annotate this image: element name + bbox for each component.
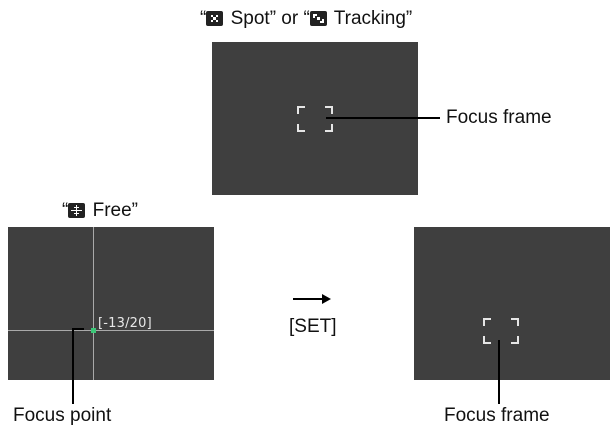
open-quote: “	[200, 8, 207, 29]
spot-tracking-caption: “ Spot” or “ Tracking”	[200, 8, 412, 30]
free-screen: [-13/20]	[8, 227, 214, 380]
focus-frame-leader-line-bottom	[498, 340, 500, 404]
result-screen	[414, 227, 610, 380]
focus-frame-corner	[483, 318, 491, 326]
focus-frame-corner	[297, 124, 305, 132]
focus-frame-corner	[483, 336, 491, 344]
focus-point-leader-hook	[72, 328, 84, 330]
focus-frame-corner	[297, 106, 305, 114]
focus-point-callout: Focus point	[13, 405, 112, 426]
tracking-mode-icon	[309, 11, 327, 26]
crosshair-vertical	[93, 227, 94, 380]
arrow-icon	[292, 292, 332, 306]
set-label: [SET]	[289, 316, 337, 337]
focus-frame-leader-line	[326, 117, 440, 119]
focus-frame	[483, 318, 519, 344]
crosshair-horizontal	[8, 330, 214, 331]
focus-frame-callout-top: Focus frame	[446, 107, 552, 128]
focus-frame-corner	[325, 124, 333, 132]
focus-point-marker	[91, 328, 96, 333]
focus-point-coordinates: [-13/20]	[98, 316, 152, 331]
spot-label: Spot” or “	[225, 8, 310, 29]
free-caption: “ Free”	[62, 200, 138, 222]
focus-frame-callout-bottom: Focus frame	[444, 405, 550, 426]
focus-frame-corner	[511, 336, 519, 344]
focus-frame	[297, 106, 333, 132]
focus-frame-corner	[325, 106, 333, 114]
free-mode-icon	[68, 203, 86, 218]
focus-point-leader-line	[72, 328, 74, 404]
tracking-label: Tracking”	[328, 8, 413, 29]
open-quote: “	[62, 200, 69, 221]
spot-mode-icon	[206, 11, 224, 26]
free-label: Free”	[87, 200, 139, 221]
focus-frame-corner	[511, 318, 519, 326]
